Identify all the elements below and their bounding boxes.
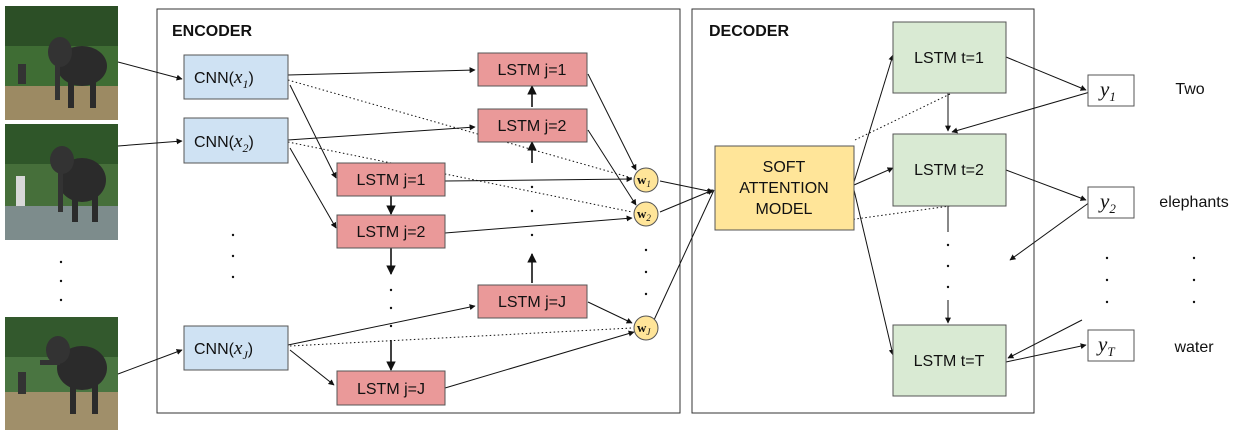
input-ellipsis <box>59 260 63 302</box>
weight-node-1: w1 <box>633 167 659 193</box>
cnn-box-3: CNN(xJ) <box>183 325 289 371</box>
svg-text:LSTM j=1: LSTM j=1 <box>498 62 567 79</box>
weight-node-2: w2 <box>633 201 659 227</box>
output-yT: yT <box>1087 329 1135 362</box>
input-frame-1 <box>5 6 118 120</box>
connections <box>117 54 1091 389</box>
decoder-ellipsis <box>946 243 1196 304</box>
input-frame-3 <box>5 317 118 430</box>
svg-text:w1: w1 <box>637 172 651 189</box>
svg-text:CNN(x2): CNN(x2) <box>194 131 254 155</box>
svg-text:CNN(x1): CNN(x1) <box>194 67 254 91</box>
decoder-panel <box>691 8 1035 414</box>
lstm-forward-1: LSTM j=1 <box>477 52 588 87</box>
word-2: elephants <box>1159 194 1228 211</box>
cnn-box-2: CNN(x2) <box>183 117 289 164</box>
encoder-title: ENCODER <box>172 23 252 40</box>
svg-text:LSTM j=2: LSTM j=2 <box>498 118 567 135</box>
svg-text:LSTM t=T: LSTM t=T <box>914 353 985 370</box>
svg-text:y2: y2 <box>1098 189 1116 216</box>
lstm-decoder-T: LSTM t=T <box>892 324 1007 397</box>
lstm-forward-J: LSTM j=J <box>477 284 588 319</box>
svg-text:w2: w2 <box>637 206 651 223</box>
lstm-decoder-2: LSTM t=2 <box>892 133 1007 207</box>
decoder-title: DECODER <box>709 23 789 40</box>
svg-text:LSTM t=1: LSTM t=1 <box>914 50 984 67</box>
svg-text:yT: yT <box>1096 332 1115 359</box>
word-1: Two <box>1175 81 1204 98</box>
svg-text:SOFT: SOFT <box>763 159 806 176</box>
weight-node-J: wJ <box>633 315 659 341</box>
svg-text:MODEL: MODEL <box>756 201 813 218</box>
dotted-connections <box>287 79 951 347</box>
word-3: water <box>1173 339 1214 356</box>
output-y1: y1 <box>1087 74 1135 107</box>
output-y2: y2 <box>1087 186 1135 219</box>
soft-attention-model: SOFT ATTENTION MODEL <box>714 145 855 231</box>
svg-text:LSTM j=2: LSTM j=2 <box>357 224 426 241</box>
svg-text:wJ: wJ <box>637 320 651 337</box>
lstm-backward-2: LSTM j=2 <box>336 214 446 249</box>
lstm-backward-J: LSTM j=J <box>336 370 446 406</box>
svg-text:LSTM t=2: LSTM t=2 <box>914 162 984 179</box>
encoder-ellipsis <box>231 185 648 328</box>
svg-text:LSTM j=J: LSTM j=J <box>498 294 566 311</box>
lstm-backward-1: LSTM j=1 <box>336 162 446 197</box>
lstm-forward-2: LSTM j=2 <box>477 108 588 143</box>
svg-text:LSTM j=1: LSTM j=1 <box>357 172 426 189</box>
encoder-panel <box>156 8 681 414</box>
svg-text:y1: y1 <box>1098 77 1116 104</box>
svg-text:ATTENTION: ATTENTION <box>739 180 828 197</box>
input-frame-2 <box>5 124 118 240</box>
svg-text:LSTM j=J: LSTM j=J <box>357 381 425 398</box>
lstm-decoder-1: LSTM t=1 <box>892 21 1007 94</box>
svg-text:CNN(xJ): CNN(xJ) <box>194 338 253 362</box>
cnn-box-1: CNN(x1) <box>183 54 289 100</box>
